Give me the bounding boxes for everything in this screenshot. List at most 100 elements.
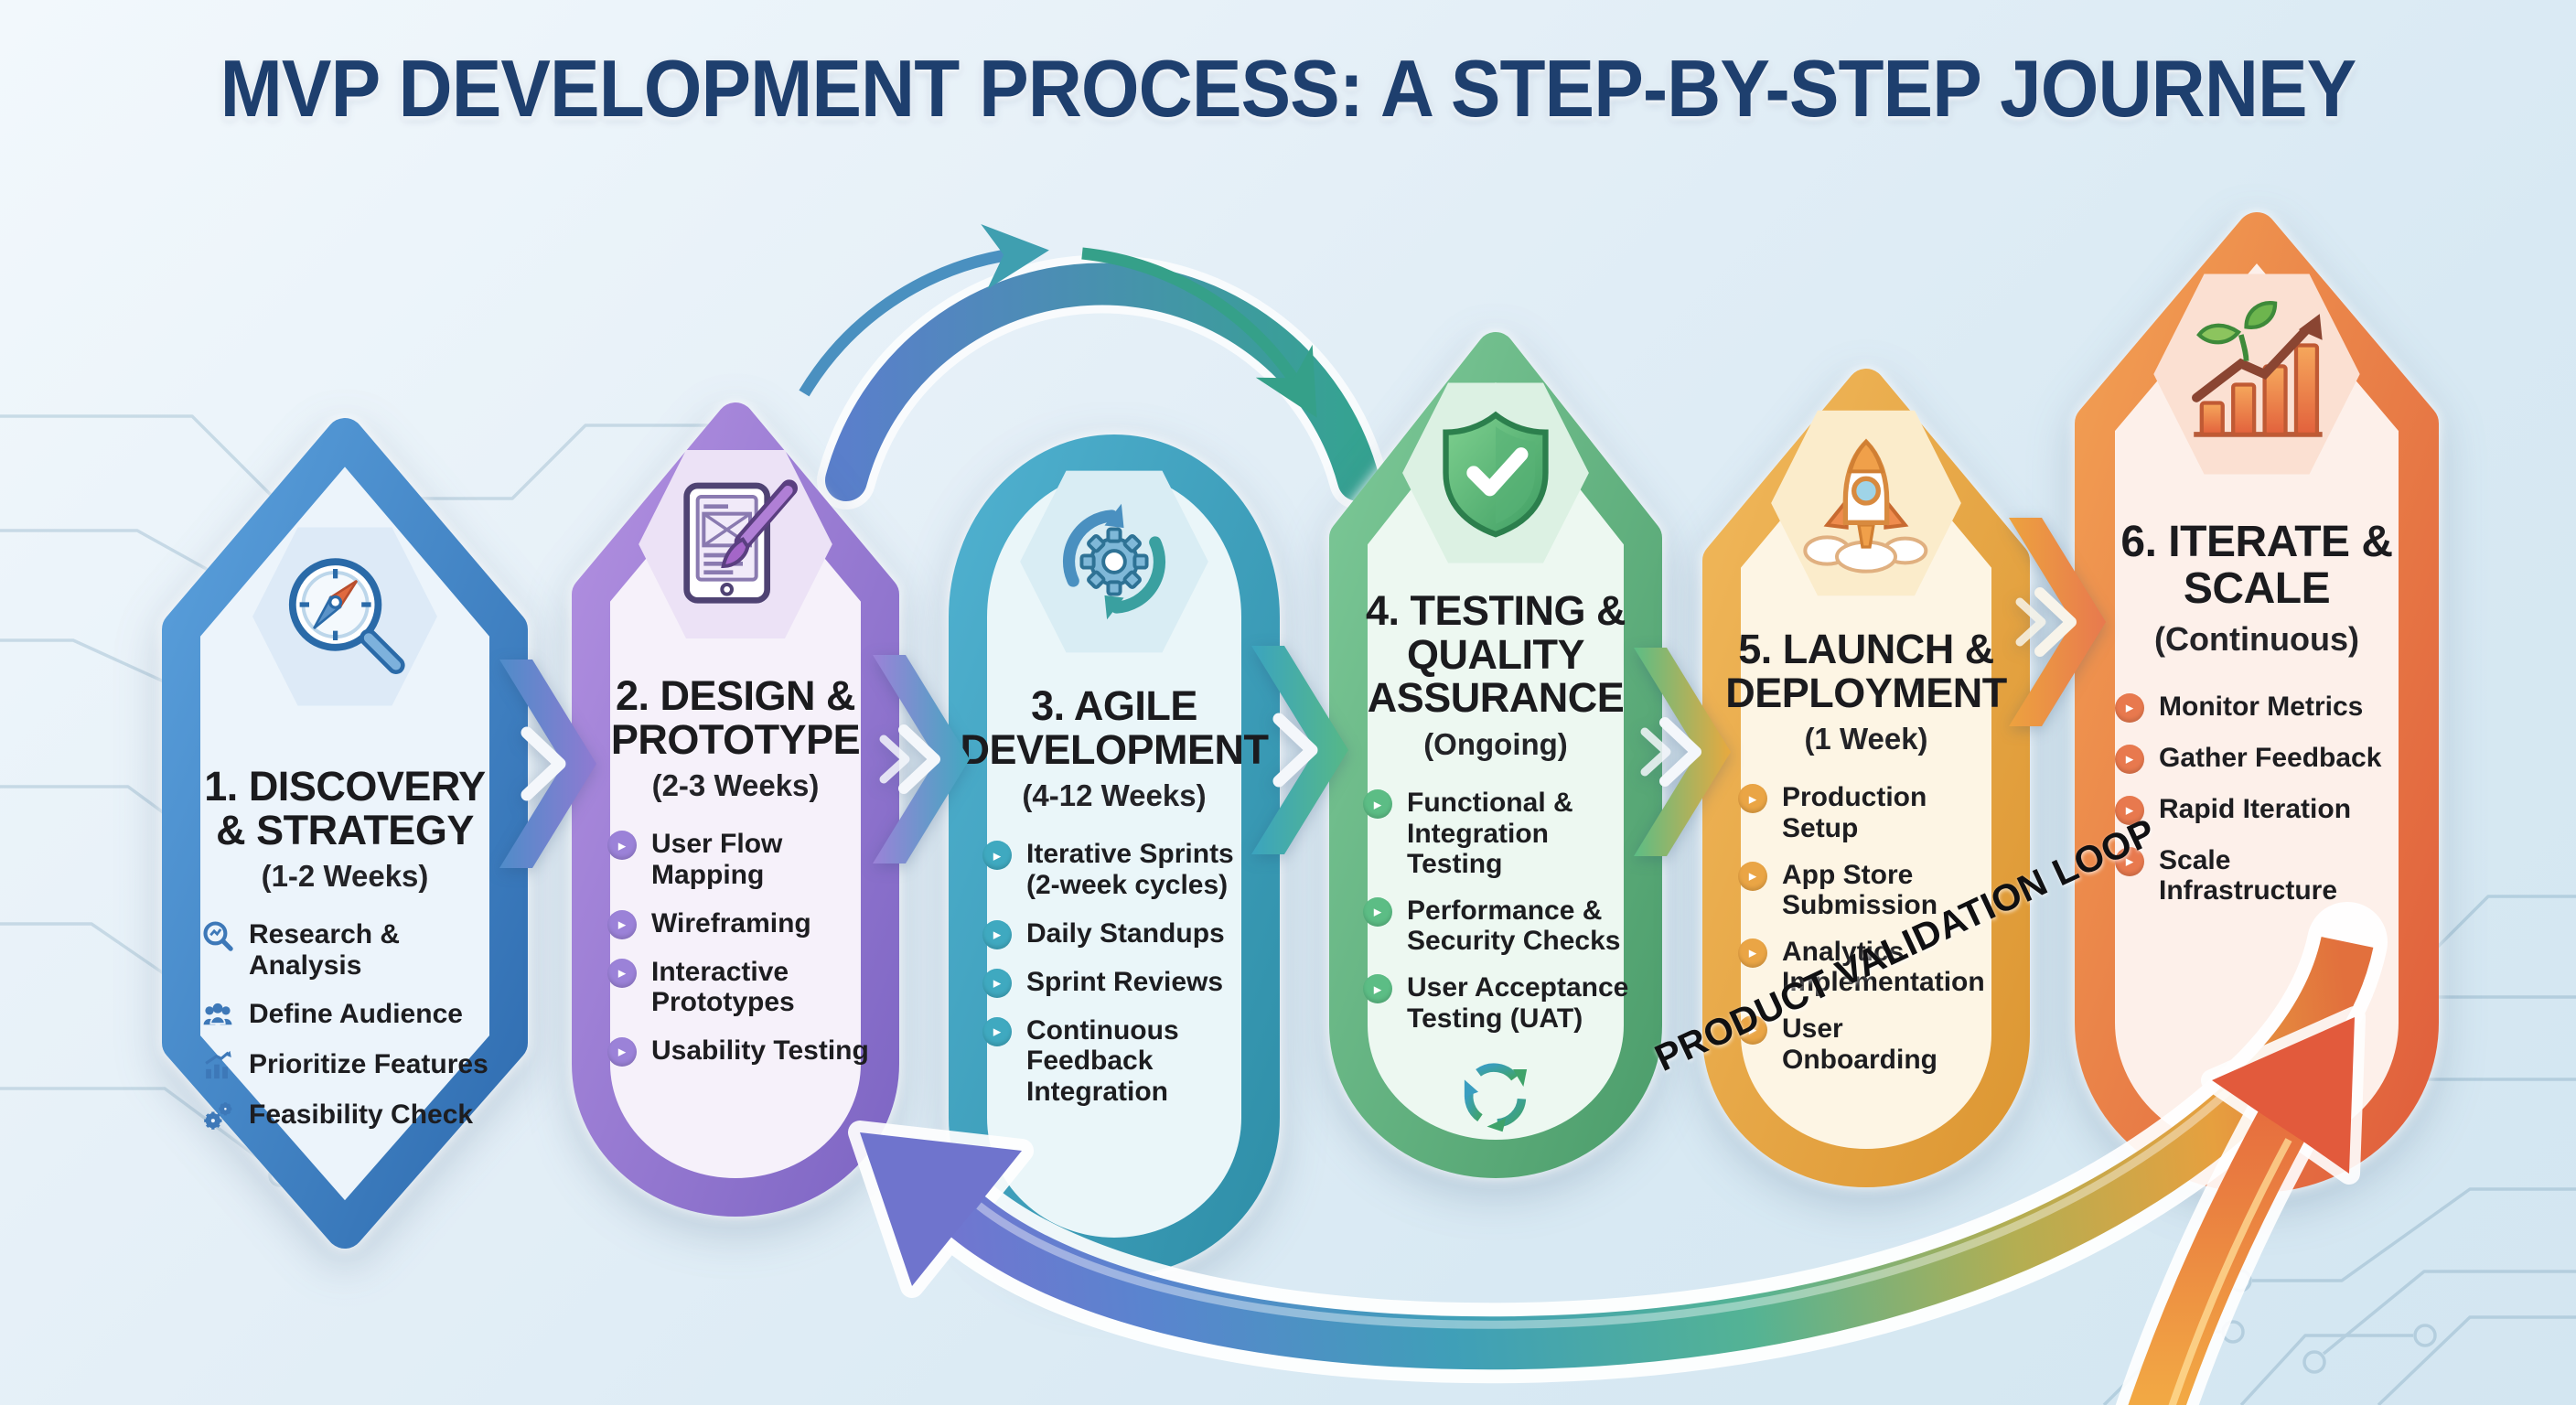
tablet-paintbrush-icon <box>683 479 798 604</box>
list-item: ▸ Sprint Reviews <box>982 967 1250 998</box>
list-item: ▸ User Flow Mapping <box>607 829 869 890</box>
list-item-label: Wireframing <box>651 907 811 938</box>
list-item: ▸ Rapid Iteration <box>2115 794 2408 825</box>
icon-backdrop-hexagon <box>1771 410 1961 596</box>
bullet-icon: ▸ <box>607 1036 637 1067</box>
step-card-testing-qa: 4. TESTING & QUALITY ASSURANCE (Ongoing)… <box>1325 327 1667 1183</box>
list-item: ▸ Performance & Security Checks <box>1363 896 1632 957</box>
list-item: ▸ Gather Feedback <box>2115 743 2408 774</box>
compass-magnifier-icon <box>288 558 405 675</box>
list-item: ▸ Functional & Integration Testing <box>1363 788 1632 880</box>
card-body: 4. TESTING & QUALITY ASSURANCE (Ongoing)… <box>1359 364 1632 1141</box>
list-item-label: Feasibility Check <box>249 1099 474 1130</box>
list-item: ▸ Interactive Prototypes <box>607 957 869 1018</box>
audience-icon <box>203 1003 232 1024</box>
list-item: ▸Iterative Sprints (2-week cycles) <box>982 839 1250 900</box>
list-item-label: Prioritize Features <box>249 1048 488 1079</box>
card-body: 6. ITERATE & SCALE (Continuous) ▸Monitor… <box>2106 245 2408 1154</box>
icon-backdrop-hexagon <box>1020 470 1208 653</box>
card-shape <box>572 402 899 1217</box>
list-item-label: Usability Testing <box>651 1035 869 1066</box>
step-duration: (Ongoing) <box>1423 727 1568 762</box>
list-item-label: Define Audience <box>249 998 463 1029</box>
bar-growth-icon <box>205 1050 231 1078</box>
step-heading: 3. AGILE DEVELOPMENT <box>960 682 1269 773</box>
connector-chevron-5-6 <box>2009 518 2106 726</box>
step-card-iterate-scale: 6. ITERATE & SCALE (Continuous) ▸Monitor… <box>2071 209 2442 1196</box>
list-item: Prioritize Features <box>201 1049 498 1082</box>
list-item-label: Production Setup <box>1782 782 1927 843</box>
list-item-label: Continuous Feedback Integration <box>1026 1014 1179 1107</box>
list-item: ▸ Continuous Feedback Integration <box>982 1015 1250 1108</box>
step-card-discovery-strategy: 1. DISCOVERY & STRATEGY (1-2 Weeks) Rese… <box>157 413 532 1253</box>
step-heading: 5. LAUNCH & DEPLOYMENT <box>1725 626 2007 716</box>
step-card-design-prototype: 2. DESIGN & PROTOTYPE (2-3 Weeks) ▸ User … <box>567 398 904 1221</box>
step-duration: (4-12 Weeks) <box>1022 778 1207 813</box>
list-item: Research & Analysis <box>201 919 498 981</box>
rocket-launch-icon <box>1803 438 1928 574</box>
recycle-loop-icon <box>1464 1063 1528 1132</box>
connector-chevron-1-2 <box>499 660 596 868</box>
step-card-launch-deployment: 5. LAUNCH & DEPLOYMENT (1 Week) ▸Product… <box>1698 364 2034 1192</box>
step-duration: (2-3 Weeks) <box>651 768 820 803</box>
bullet-icon: ▸ <box>607 831 637 861</box>
list-item: ▸ Wireframing <box>607 908 869 939</box>
bullet-icon: ▸ <box>982 968 1012 998</box>
gears-icon <box>204 1101 232 1130</box>
bullet-icon: ▸ <box>2115 744 2144 774</box>
shield-check-icon <box>1443 411 1549 538</box>
card-body: 1. DISCOVERY & STRATEGY (1-2 Weeks) Rese… <box>192 450 498 1211</box>
list-item-label: Sprint Reviews <box>1026 966 1224 997</box>
sprint-cycle-arc-arrow <box>799 224 1388 509</box>
icon-backdrop-hexagon <box>252 527 437 706</box>
list-item: Feasibility Check <box>201 1099 498 1132</box>
step-heading: 6. ITERATE & SCALE <box>2120 518 2393 613</box>
connector-chevron-4-5 <box>1634 648 1731 856</box>
list-item-label: User Flow Mapping <box>651 829 783 890</box>
list-item: ▸ User Acceptance Testing (UAT) <box>1363 972 1632 1034</box>
agile-sprint-gear-icon <box>1062 503 1166 620</box>
card-body: 3. AGILE DEVELOPMENT (4-12 Weeks) ▸Itera… <box>960 467 1269 1239</box>
list-item: Define Audience <box>201 999 498 1032</box>
connector-chevron-2-3 <box>873 655 970 863</box>
bullet-icon: ▸ <box>1363 896 1392 927</box>
growth-chart-leaves-icon <box>2192 301 2323 437</box>
list-item: ▸Production Setup <box>1738 782 2000 843</box>
bullet-icon: ▸ <box>2115 846 2144 876</box>
list-item: ▸ Usability Testing <box>607 1035 869 1067</box>
step-heading: 1. DISCOVERY & STRATEGY <box>204 763 486 853</box>
search-chart-icon <box>203 921 233 952</box>
list-item-label: Research & Analysis <box>249 919 401 981</box>
bullet-icon: ▸ <box>982 919 1012 949</box>
list-item-label: Rapid Iteration <box>2159 793 2352 824</box>
list-item-label: User Onboarding <box>1782 1013 1937 1075</box>
list-item-label: Scale Infrastructure <box>2159 844 2338 906</box>
bullet-icon: ▸ <box>607 958 637 988</box>
list-item-label: Performance & Security Checks <box>1407 895 1621 957</box>
list-item-label: Daily Standups <box>1026 917 1225 949</box>
icon-backdrop-hexagon <box>1402 382 1589 563</box>
bullet-icon: ▸ <box>2115 692 2144 723</box>
bullet-icon: ▸ <box>607 909 637 939</box>
list-item-label: Interactive Prototypes <box>651 956 795 1018</box>
bullet-icon: ▸ <box>982 841 1012 871</box>
list-item: ▸ Scale Infrastructure <box>2115 845 2408 906</box>
bullet-icon: ▸ <box>1738 938 1767 968</box>
list-item-label: Gather Feedback <box>2159 742 2382 773</box>
bullet-icon: ▸ <box>1738 861 1767 891</box>
step-duration: (1 Week) <box>1804 722 1928 756</box>
bullet-icon: ▸ <box>982 1016 1012 1046</box>
list-item-label: User Acceptance Testing (UAT) <box>1407 972 1629 1034</box>
list-item-label: Functional & Integration Testing <box>1407 788 1573 880</box>
icon-backdrop-hexagon <box>639 449 832 639</box>
card-body: 2. DESIGN & PROTOTYPE (2-3 Weeks) ▸ User … <box>602 434 869 1179</box>
step-heading: 4. TESTING & QUALITY ASSURANCE <box>1365 587 1626 722</box>
page-title: MVP DEVELOPMENT PROCESS: A STEP-BY-STEP … <box>220 43 2357 134</box>
bullet-icon: ▸ <box>1363 789 1392 820</box>
step-heading: 2. DESIGN & PROTOTYPE <box>610 672 861 763</box>
step-duration: (Continuous) <box>2154 619 2359 658</box>
bullet-icon: ▸ <box>1363 974 1392 1004</box>
step-card-agile-development: 3. AGILE DEVELOPMENT (4-12 Weeks) ▸Itera… <box>944 430 1284 1281</box>
bullet-icon: ▸ <box>2115 795 2144 825</box>
